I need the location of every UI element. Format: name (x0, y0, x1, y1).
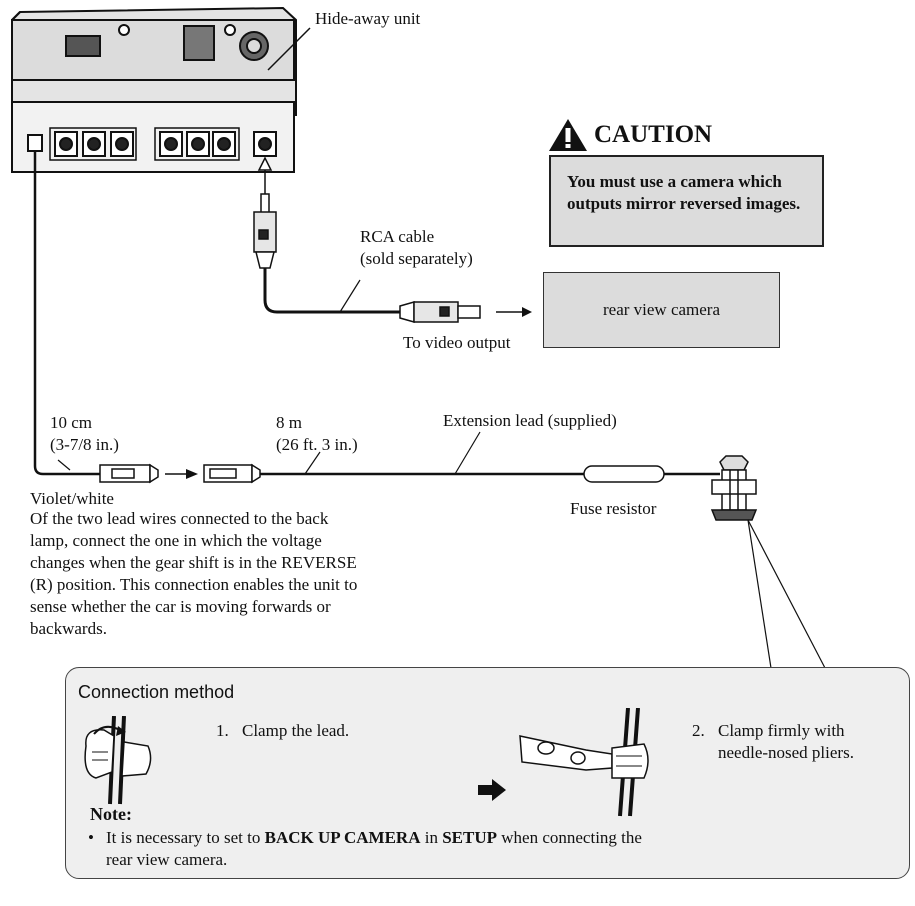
lead-length-short: 10 cm (50, 413, 93, 432)
hide-away-unit (11, 6, 297, 173)
rear-view-camera-box: rear view camera (543, 272, 780, 348)
step-2-text: Clamp firmly with needle-nosed pliers. (718, 721, 854, 762)
note-mid: in (420, 828, 443, 847)
pliers-clamp-icon (519, 708, 649, 817)
note-line: • It is necessary to set to BACK UP CAME… (88, 827, 666, 871)
right-arrow-icon (478, 779, 506, 801)
note-prefix: It is necessary to set to (106, 828, 265, 847)
clamp-lead-icon (84, 716, 152, 805)
step-2: 2. Clamp firmly with needle-nosed pliers… (692, 720, 868, 764)
caution-heading: CAUTION (548, 118, 712, 152)
caution-triangle-icon (549, 119, 587, 151)
rca-cable-label: RCA cable (360, 227, 435, 246)
reverse-lead-instruction: Of the two lead wires connected to the b… (30, 509, 358, 638)
connection-method-title: Connection method (78, 682, 235, 702)
rca-plug-vertical (253, 193, 277, 269)
fuse-resistor-label: Fuse resistor (570, 499, 657, 518)
tap-clip (710, 455, 758, 521)
caution-message: You must use a camera which outputs mirr… (549, 155, 824, 247)
step-1-text: Clamp the lead. (242, 721, 350, 740)
extension-lead-label: Extension lead (supplied) (443, 411, 617, 430)
note-title: Note: (90, 804, 132, 824)
note-text: It is necessary to set to BACK UP CAMERA… (106, 827, 666, 871)
rear-view-camera-label: rear view camera (602, 300, 721, 319)
note-suffix: when connecting the rear view camera. (106, 828, 642, 869)
step-1-number: 1. (216, 721, 229, 740)
hide-away-unit-label: Hide-away unit (315, 9, 421, 28)
video-output-label: To video output (403, 333, 511, 352)
connector-female (99, 463, 159, 484)
rca-plug-horizontal (399, 301, 481, 323)
note-bullet: • (88, 828, 94, 847)
rca-cable-sub-label: (sold separately) (360, 249, 473, 268)
note-menu-name: SETUP (442, 828, 498, 847)
lead-length-short-imperial: (3-7/8 in.) (50, 435, 119, 454)
note-setting-name: BACK UP CAMERA (264, 828, 421, 847)
connection-method-panel: Connection method 1. Clamp the lead. 2. … (65, 667, 910, 879)
lead-length-long: 8 m (276, 413, 302, 432)
step-2-number: 2. (692, 721, 705, 740)
wire-color-label: Violet/white (30, 489, 114, 508)
lead-length-long-imperial: (26 ft. 3 in.) (276, 435, 358, 454)
caution-title: CAUTION (594, 121, 713, 148)
step-1: 1. Clamp the lead. (216, 720, 349, 742)
connector-male (203, 463, 261, 484)
fuse-resistor-body (583, 465, 665, 483)
